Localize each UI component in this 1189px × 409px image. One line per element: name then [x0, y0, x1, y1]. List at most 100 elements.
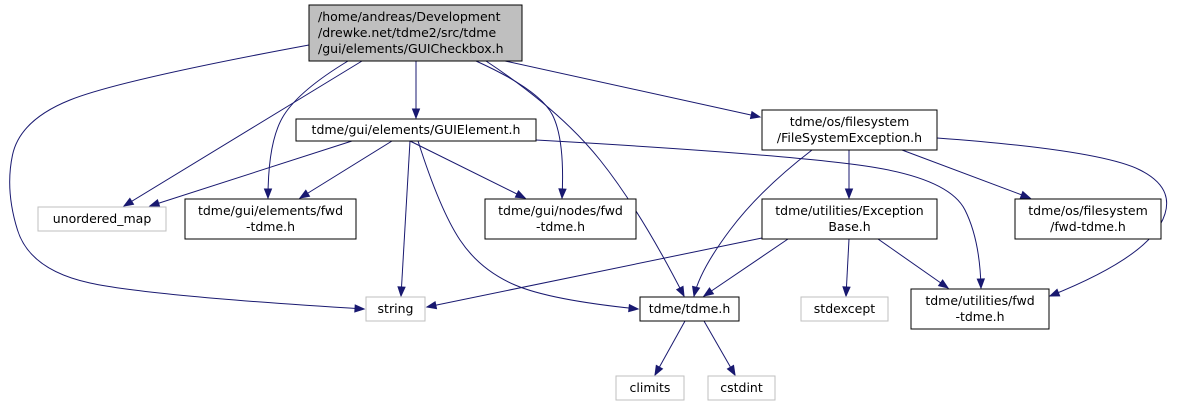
edge-line	[267, 60, 349, 199]
node-label-line: -tdme.h	[955, 309, 1004, 324]
edge-gui-checkbox-to-elements-fwd	[263, 60, 349, 200]
edge-gui-checkbox-to-string	[9, 44, 366, 313]
node-stdexcept: stdexcept	[800, 296, 889, 322]
edge-fs-exception-to-filesystem-fwd	[901, 149, 1032, 199]
node-label-line: -tdme.h	[246, 219, 295, 234]
node-label-line: stdexcept	[814, 301, 875, 316]
node-unordered-map: unordered_map	[37, 206, 167, 232]
edge-arrowhead	[842, 286, 851, 298]
edges-layer	[9, 44, 1168, 377]
edge-line	[485, 60, 685, 297]
edge-line	[504, 60, 761, 118]
edge-line	[877, 238, 949, 289]
node-label-line: unordered_map	[53, 211, 152, 226]
edge-gui-element-to-elements-fwd	[298, 140, 393, 199]
edge-gui-element-to-tdme-h	[417, 140, 640, 313]
node-label-line: tdme/utilities/fwd	[925, 293, 1034, 308]
node-utilities-fwd[interactable]: tdme/utilities/fwd-tdme.h	[910, 288, 1050, 330]
edge-line	[149, 140, 353, 207]
node-cstdint: cstdint	[707, 375, 776, 401]
edge-arrowhead	[122, 197, 135, 207]
edge-arrowhead	[1019, 190, 1032, 199]
node-elements-fwd[interactable]: tdme/gui/elements/fwd-tdme.h	[184, 198, 357, 240]
node-tdme-h[interactable]: tdme/tdme.h	[639, 296, 740, 322]
edge-arrowhead	[148, 199, 161, 208]
edge-line	[936, 137, 1168, 297]
edge-line	[409, 140, 526, 199]
edge-exception-base-to-utilities-fwd	[877, 238, 950, 289]
edge-gui-element-to-utilities-fwd	[535, 139, 986, 290]
node-string: string	[365, 296, 426, 322]
node-gui-element[interactable]: tdme/gui/elements/GUIElement.h	[295, 118, 537, 142]
edge-arrowhead	[844, 188, 854, 200]
node-box	[761, 109, 938, 151]
edge-exception-base-to-tdme-h	[702, 238, 789, 297]
edge-gui-checkbox-to-nodes-fwd	[475, 60, 567, 200]
edge-gui-checkbox-to-unordered-map	[122, 60, 363, 207]
edge-gui-checkbox-to-tdme-h	[485, 60, 685, 298]
node-filesystem-fwd[interactable]: tdme/os/filesystem/fwd-tdme.h	[1014, 198, 1162, 240]
edge-arrowhead	[937, 279, 950, 289]
node-label-line: -tdme.h	[536, 219, 585, 234]
edge-line	[535, 139, 982, 289]
edge-arrowhead	[411, 108, 421, 120]
node-label-line: /home/andreas/Development	[318, 9, 501, 24]
node-label-line: tdme/os/filesystem	[790, 114, 910, 129]
node-climits: climits	[615, 375, 685, 401]
node-label-line: cstdint	[720, 380, 763, 395]
edge-arrowhead	[976, 278, 986, 290]
edge-line	[9, 44, 365, 310]
edge-arrowhead	[654, 364, 664, 377]
edge-gui-element-to-unordered-map	[148, 140, 353, 208]
node-label-line: climits	[630, 380, 671, 395]
edge-line	[703, 238, 789, 297]
edge-line	[123, 60, 363, 207]
node-label-line: /drewke.net/tdme2/src/tdme	[318, 25, 496, 40]
node-nodes-fwd[interactable]: tdme/gui/nodes/fwd-tdme.h	[484, 198, 637, 240]
edge-gui-element-to-nodes-fwd	[409, 140, 527, 199]
node-box	[184, 198, 357, 240]
node-box	[295, 118, 537, 142]
edge-gui-checkbox-to-gui-element	[411, 61, 421, 120]
node-label-line: string	[378, 301, 414, 316]
node-label-line: /gui/elements/GUICheckbox.h	[318, 41, 504, 56]
node-box	[800, 296, 889, 322]
edge-arrowhead	[628, 303, 640, 313]
edge-arrowhead	[397, 286, 406, 298]
node-box	[910, 288, 1050, 330]
node-box	[308, 4, 523, 62]
node-box	[484, 198, 637, 240]
edge-arrowhead	[263, 188, 273, 200]
node-gui-checkbox: /home/andreas/Development/drewke.net/tdm…	[308, 4, 523, 62]
edge-line	[475, 60, 564, 199]
node-box	[639, 296, 740, 322]
edge-arrowhead	[425, 300, 438, 310]
node-label-line: /FileSystemException.h	[777, 130, 922, 145]
edge-arrowhead	[675, 285, 685, 298]
edge-line	[901, 149, 1031, 199]
edge-exception-base-to-string	[425, 237, 763, 310]
edge-arrowhead	[726, 364, 736, 377]
node-box	[365, 296, 426, 322]
node-box	[615, 375, 685, 401]
edge-line	[693, 149, 813, 297]
node-label-line: Base.h	[828, 219, 870, 234]
edge-arrowhead	[1048, 288, 1061, 297]
edge-fs-exception-to-tdme-h	[692, 149, 813, 298]
edge-fs-exception-to-exception-base	[844, 150, 854, 200]
edge-arrowhead	[354, 304, 366, 313]
edge-fs-exception-to-utilities-fwd	[936, 137, 1168, 297]
node-box	[37, 206, 167, 232]
edge-line	[703, 320, 736, 376]
edge-tdme-h-to-cstdint	[703, 320, 736, 377]
node-label-line: tdme/gui/elements/fwd	[198, 203, 343, 218]
node-label-line: tdme/gui/elements/GUIElement.h	[312, 122, 521, 137]
edge-line	[299, 140, 393, 199]
node-fs-exception[interactable]: tdme/os/filesystem/FileSystemException.h	[761, 109, 938, 151]
edge-tdme-h-to-climits	[654, 320, 686, 377]
node-label-line: /fwd-tdme.h	[1050, 219, 1126, 234]
edge-arrowhead	[558, 188, 567, 200]
edge-gui-element-to-string	[397, 140, 411, 298]
